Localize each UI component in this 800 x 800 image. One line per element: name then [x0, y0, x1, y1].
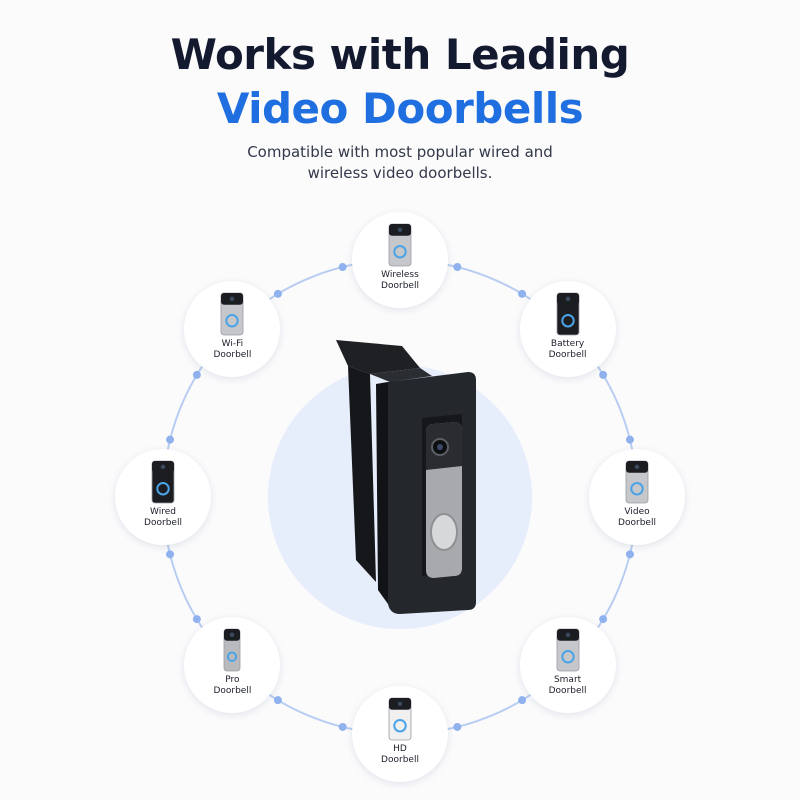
- doorbell-label: Wireless Doorbell: [381, 270, 419, 291]
- ring-dot: [273, 289, 282, 298]
- doorbell-label: Video Doorbell: [618, 507, 656, 528]
- doorbell-bubble: Pro Doorbell: [184, 616, 281, 713]
- doorbell-label: HD Doorbell: [381, 744, 419, 765]
- ring-dot: [192, 370, 201, 379]
- ring-dot: [338, 263, 347, 272]
- doorbell-icon: [555, 291, 581, 341]
- doorbell-bubble: Battery Doorbell: [519, 281, 616, 378]
- ring-dot: [599, 370, 608, 379]
- doorbell-icon: [222, 627, 242, 677]
- doorbell-bubble: Video Doorbell: [589, 449, 685, 545]
- doorbell-label: Battery Doorbell: [548, 339, 587, 361]
- doorbell-bubble: Wireless Doorbell: [352, 212, 448, 308]
- doorbell-bubble: Wired Doorbell: [115, 449, 211, 545]
- doorbell-icon: [624, 459, 650, 509]
- doorbell-icon: [555, 627, 581, 677]
- doorbell-icon: [219, 291, 245, 341]
- doorbell-bubble: Smart Doorbell: [519, 616, 616, 713]
- ring-dot: [338, 722, 347, 731]
- ring-dot: [625, 435, 634, 444]
- doorbell-bubble: Wi-Fi Doorbell: [184, 281, 281, 378]
- doorbell-icon: [150, 459, 176, 509]
- ring-dot: [166, 435, 175, 444]
- ring-dot: [453, 263, 462, 272]
- ring-dot: [192, 615, 201, 624]
- doorbell-icon: [387, 696, 413, 746]
- subtitle: Compatible with most popular wired and w…: [247, 143, 553, 182]
- ring-dot: [599, 615, 608, 624]
- headline-line-1: Works with Leading: [170, 30, 630, 79]
- ring-dot: [518, 696, 527, 705]
- doorbell-label: Smart Doorbell: [548, 674, 587, 696]
- doorbell-angle-mount-icon: [336, 340, 476, 614]
- doorbell-label: Pro Doorbell: [213, 674, 252, 696]
- headline-line-2: Video Doorbells: [216, 84, 584, 133]
- doorbell-label: Wi-Fi Doorbell: [213, 339, 252, 361]
- doorbell-label: Wired Doorbell: [144, 507, 182, 528]
- ring-dot: [518, 289, 527, 298]
- ring-dot: [273, 696, 282, 705]
- doorbell-bubble: HD Doorbell: [352, 686, 448, 782]
- ring-dot: [453, 722, 462, 731]
- doorbell-icon: [387, 222, 413, 272]
- ring-dot: [166, 550, 175, 559]
- ring-dot: [625, 550, 634, 559]
